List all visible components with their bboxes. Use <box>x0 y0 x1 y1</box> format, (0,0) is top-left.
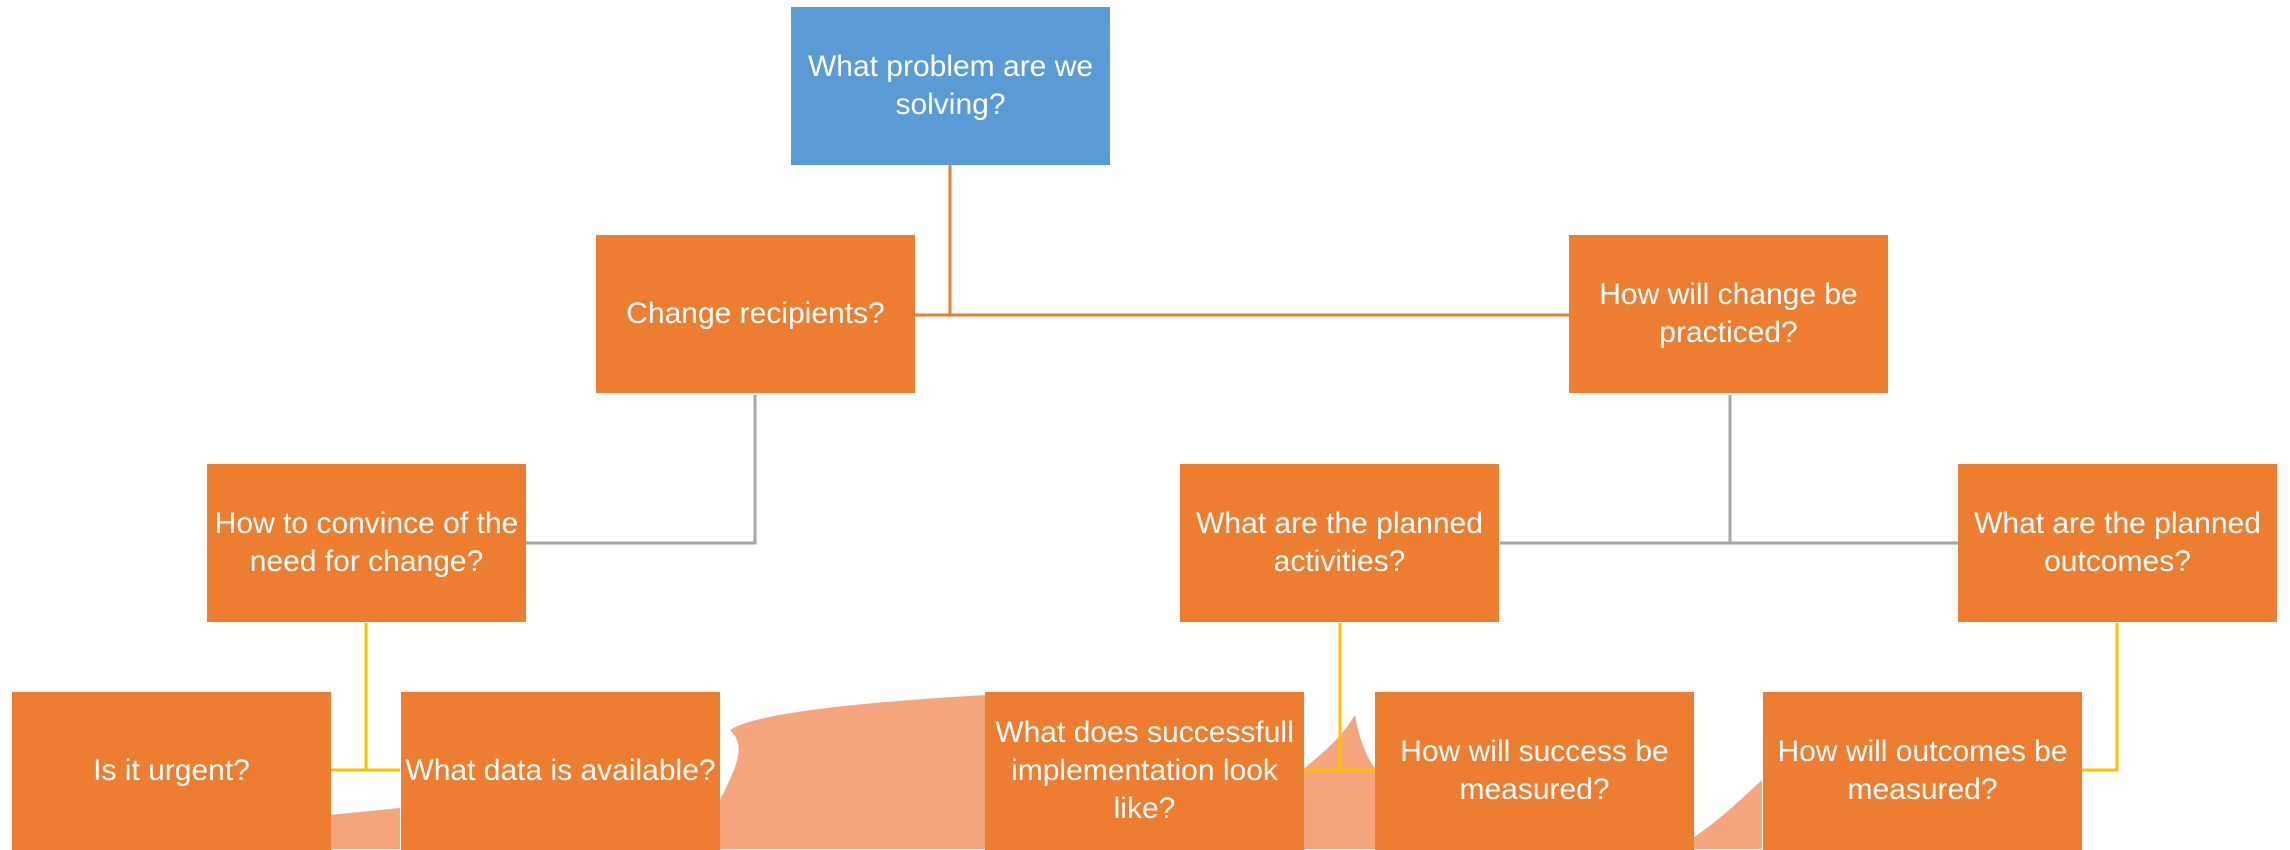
node-outcomes-measured: How will outcomes be measured? <box>1763 692 2082 850</box>
node-success-measured-label: How will success be measured? <box>1400 735 1669 806</box>
node-outcomes-measured-label: How will outcomes be measured? <box>1777 735 2068 806</box>
connector-recipients-to-convince <box>526 395 757 545</box>
node-change-recipients: Change recipients? <box>596 235 915 393</box>
connector-outcomes-to-measured <box>2082 623 2119 772</box>
node-planned-activities-label: What are the planned activities? <box>1196 507 1483 578</box>
node-is-urgent: Is it urgent? <box>12 692 331 850</box>
node-root: What problem are we solving? <box>791 7 1110 165</box>
node-planned-outcomes-label: What are the planned outcomes? <box>1974 507 2261 578</box>
node-success-measured: How will success be measured? <box>1375 692 1694 850</box>
node-change-recipients-label: Change recipients? <box>626 297 885 330</box>
node-data-available: What data is available? <box>401 692 720 850</box>
node-is-urgent-label: Is it urgent? <box>93 754 250 787</box>
node-planned-outcomes: What are the planned outcomes? <box>1958 464 2277 622</box>
node-convince-need-label: How to convince of the need for change? <box>214 507 519 578</box>
node-successful-implementation: What does successfull implementation loo… <box>985 692 1304 850</box>
node-data-available-label: What data is available? <box>405 754 716 787</box>
node-change-practiced-label: How will change be practiced? <box>1599 278 1858 349</box>
node-convince-need: How to convince of the need for change? <box>207 464 526 622</box>
node-root-label: What problem are we solving? <box>807 50 1094 121</box>
node-successful-implementation-label: What does successfull implementation loo… <box>995 716 1294 825</box>
node-change-practiced: How will change be practiced? <box>1569 235 1888 393</box>
node-planned-activities: What are the planned activities? <box>1180 464 1499 622</box>
